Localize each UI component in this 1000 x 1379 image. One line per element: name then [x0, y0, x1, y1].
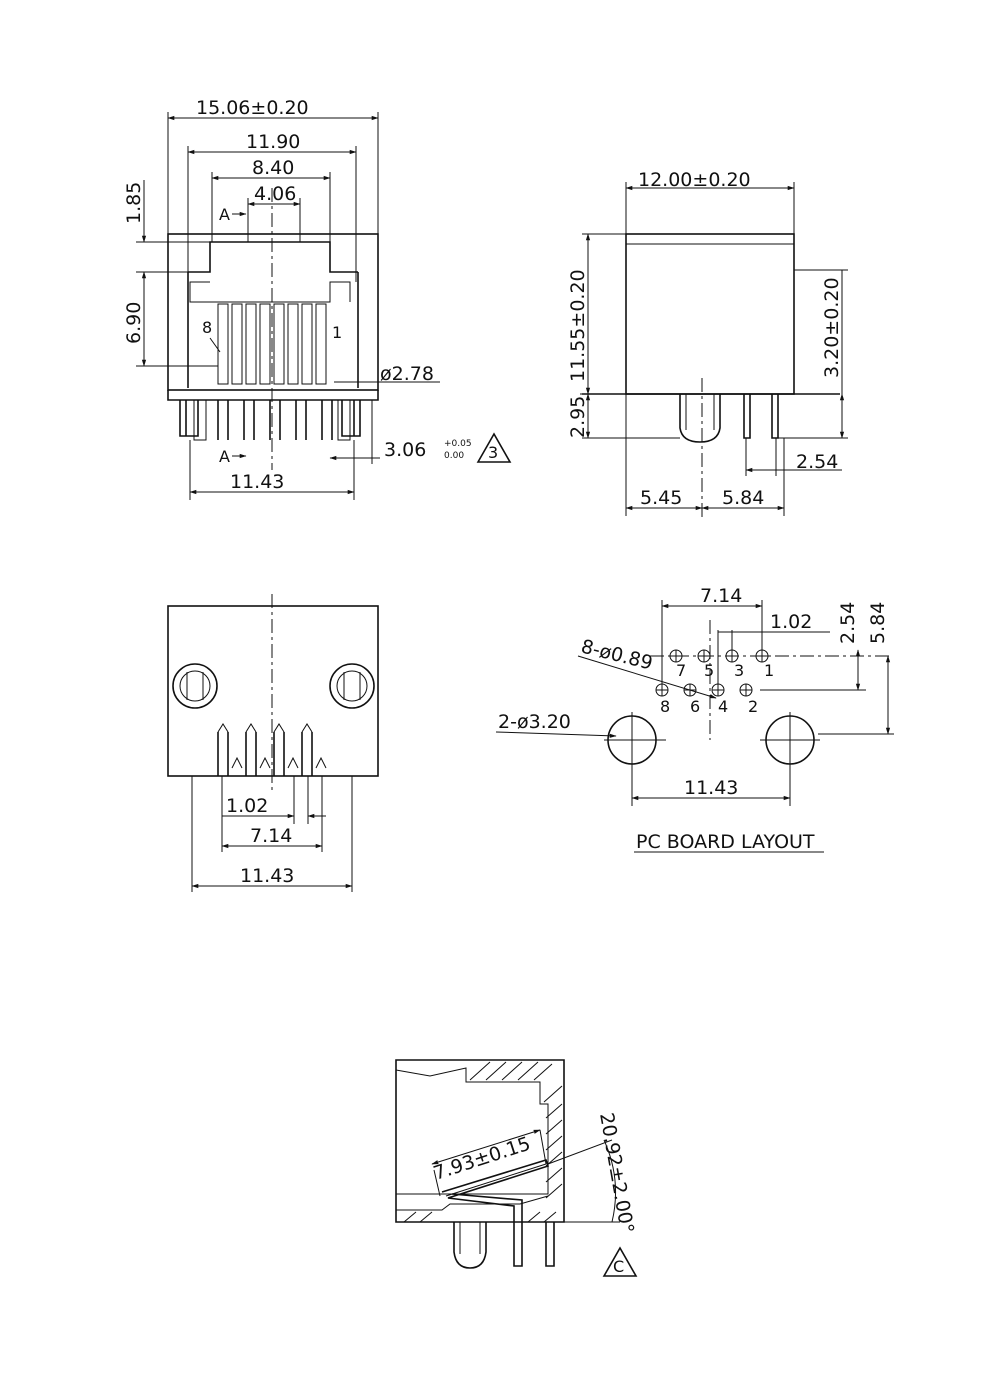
front-pins [217, 400, 333, 440]
note-triangle-3: 3 [476, 432, 512, 463]
pin8-label: 8 [202, 318, 212, 337]
pin-number-7: 7 [676, 661, 686, 680]
pcb-post-hole-left [604, 712, 666, 768]
pin-number-8: 8 [660, 697, 670, 716]
pin-number-4: 4 [718, 697, 728, 716]
section-mark-bottom: A [219, 447, 230, 466]
dim-body-height: 11.55±0.20 [567, 269, 589, 382]
dim-bottom-span: 7.14 [250, 825, 292, 847]
post-offset-tol-lower: 0.00 [444, 451, 464, 461]
note-triangle-c: C [602, 1246, 638, 1277]
pin-number-2: 2 [748, 697, 758, 716]
section-hatch [403, 1061, 563, 1223]
pin-number-3: 3 [734, 661, 744, 680]
triangle-c-label: C [613, 1257, 624, 1276]
bottom-post-left [172, 663, 218, 709]
pcb-layout-title: PC BOARD LAYOUT [636, 831, 815, 853]
dim-front-to-post: 5.45 [640, 487, 682, 509]
dim-overall-width: 15.06±0.20 [196, 97, 309, 119]
pcb-layout: 7 5 3 1 8 6 4 2 7.14 1.02 2.54 5.84 8-ø0… [495, 585, 894, 853]
pcb-dim-span: 7.14 [700, 585, 742, 607]
dim-pin-height: 3.20±0.20 [821, 277, 843, 378]
dim-post-offset: 3.06 [384, 439, 426, 461]
dim-bottom-pitch: 1.02 [226, 795, 268, 817]
pin-number-5: 5 [704, 661, 714, 680]
post-offset-tol-upper: +0.05 [444, 439, 472, 449]
pin1-label: 1 [332, 323, 342, 342]
dim-contact-angle: 20.92±2.00° [595, 1111, 638, 1235]
section-mark-top: A [219, 205, 230, 224]
pcb-dim-post-spacing: 11.43 [684, 777, 738, 799]
pcb-pin-holes: 8-ø0.89 [579, 636, 655, 675]
triangle-3-label: 3 [488, 443, 498, 462]
pcb-dim-post-offset: 5.84 [867, 602, 889, 644]
dim-top-height: 1.85 [123, 182, 145, 224]
front-view: 15.06±0.20 11.90 8.40 4.06 A A 1.85 6.90… [123, 97, 512, 500]
dim-post-spacing: 11.43 [230, 471, 284, 493]
pcb-post-hole-right [760, 712, 820, 768]
pin-number-1: 1 [764, 661, 774, 680]
dim-inner-width: 11.90 [246, 131, 300, 153]
dim-tab-width: 4.06 [254, 183, 296, 205]
bottom-pins [217, 723, 327, 776]
pcb-dim-pitch: 1.02 [770, 611, 812, 633]
section-view: 7.93±0.15 20.92±2.00° C [395, 1059, 638, 1277]
dim-pin-pitch-side: 2.54 [796, 451, 838, 473]
bottom-view: 1.02 7.14 11.43 [167, 594, 379, 892]
dim-opening-width: 8.40 [252, 157, 294, 179]
dim-bottom-post-spacing: 11.43 [240, 865, 294, 887]
dim-post-diameter: ø2.78 [380, 363, 434, 385]
pcb-dim-row-offset: 2.54 [837, 602, 859, 644]
pcb-post-holes: 2-ø3.20 [498, 711, 571, 733]
dim-depth: 12.00±0.20 [638, 169, 751, 191]
dim-post-to-pin: 5.84 [722, 487, 764, 509]
dim-post-height: 2.95 [567, 396, 589, 438]
dim-contact-length: 7.93±0.15 [431, 1133, 533, 1185]
contact-fingers [217, 303, 327, 385]
pin-number-6: 6 [690, 697, 700, 716]
side-view: 12.00±0.20 11.55±0.20 3.20±0.20 2.95 2.5… [567, 169, 848, 520]
dim-opening-height: 6.90 [123, 302, 145, 344]
bottom-post-right [329, 663, 375, 709]
